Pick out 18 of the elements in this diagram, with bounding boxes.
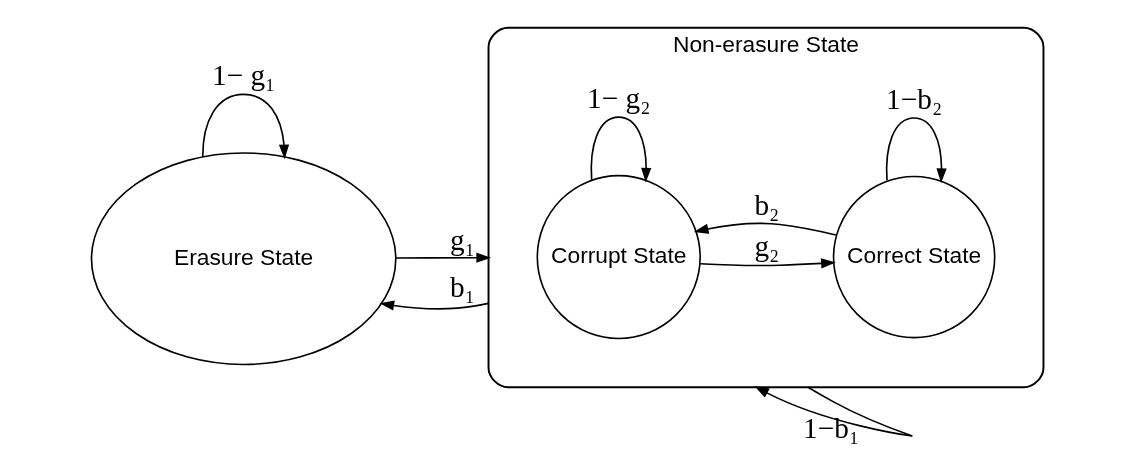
arrow bbox=[379, 300, 490, 311]
arrow bbox=[693, 222, 837, 236]
arrow bbox=[885, 117, 947, 183]
edge-label: g₂ bbox=[754, 230, 780, 263]
edge-label: 1−b₁ bbox=[803, 412, 860, 445]
arrow bbox=[201, 93, 290, 160]
edge-label: b₁ bbox=[450, 270, 475, 303]
edge-label: 1− g₂ bbox=[587, 82, 651, 115]
arrow bbox=[699, 258, 836, 269]
node-circle: Corrupt State bbox=[536, 174, 701, 340]
edge-label: b₂ bbox=[754, 189, 780, 222]
edge-label: 1−b₂ bbox=[886, 82, 943, 115]
arrow bbox=[754, 386, 914, 437]
edge-label: g₁ bbox=[450, 223, 475, 256]
arrow bbox=[395, 252, 491, 263]
arrow bbox=[590, 116, 652, 183]
node-circle: Correct State bbox=[832, 175, 996, 339]
edge-label: 1− g₁ bbox=[212, 59, 276, 92]
